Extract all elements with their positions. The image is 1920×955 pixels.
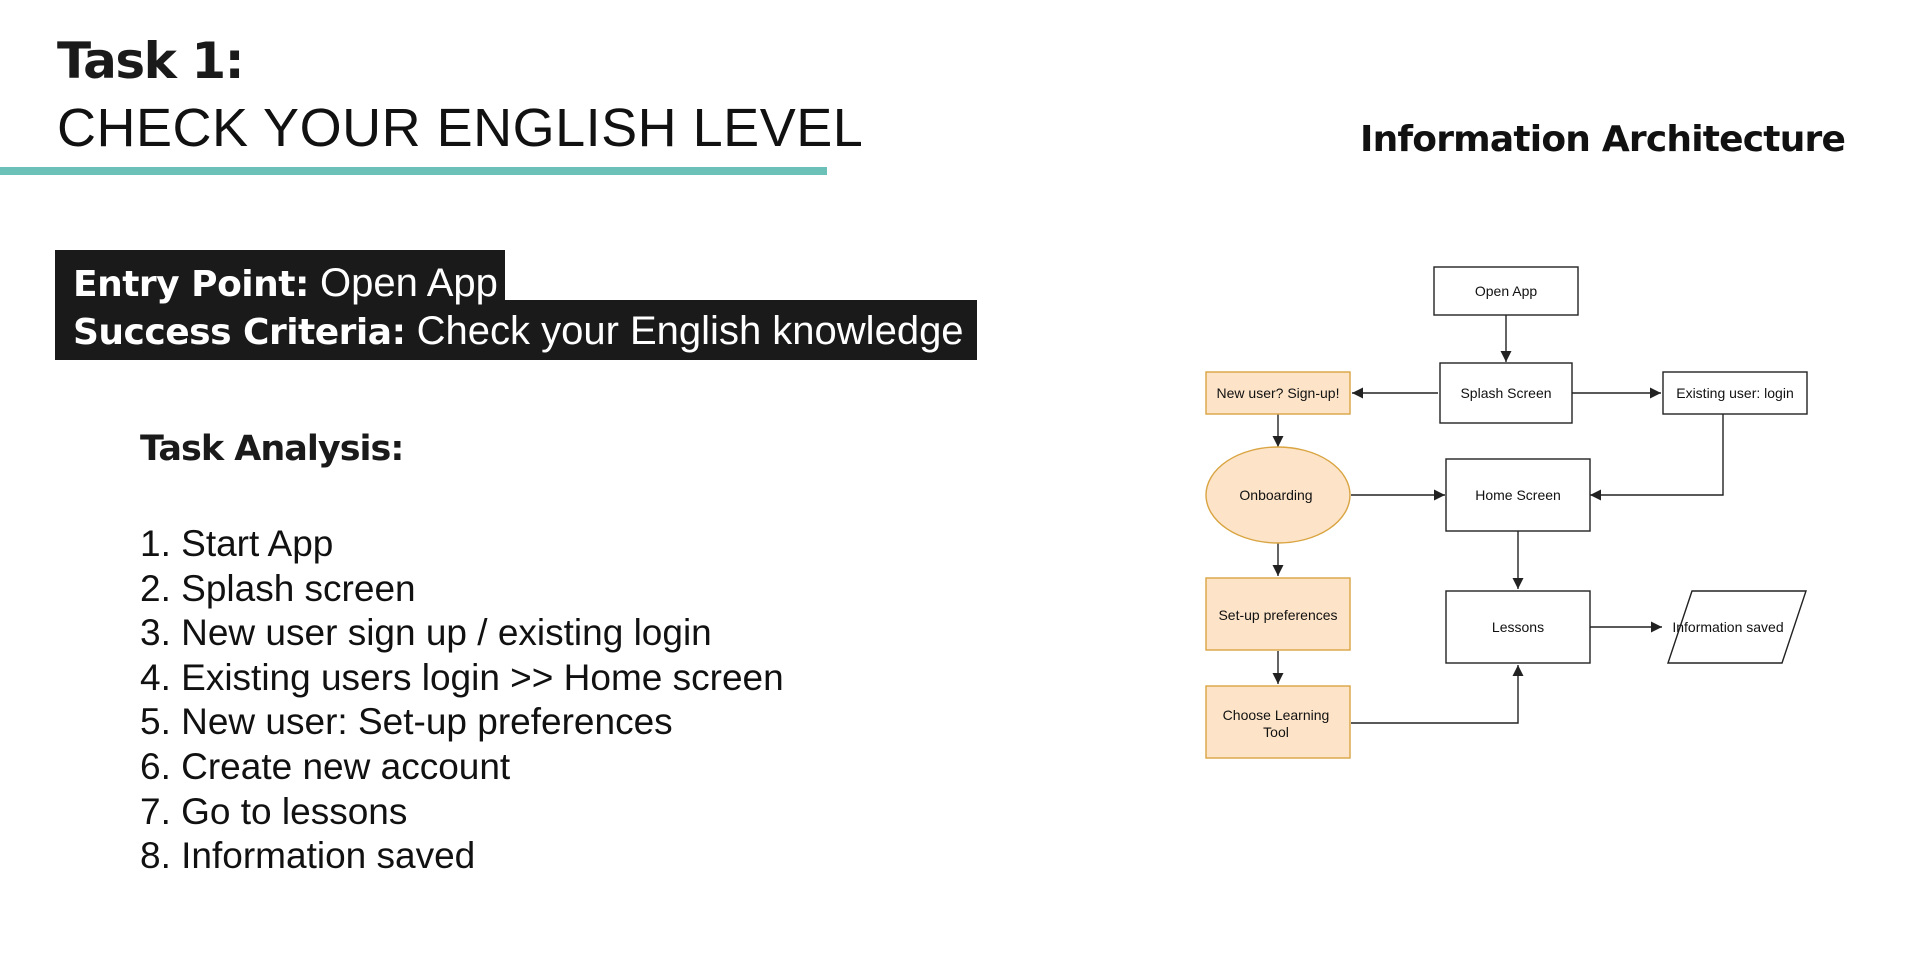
node-new-user-box bbox=[1205, 371, 1351, 415]
task-step: 8. Information saved bbox=[140, 835, 476, 877]
node-choose-learning-tool-label-line1: Choose Learning bbox=[1223, 707, 1330, 723]
node-onboarding-shape bbox=[1205, 446, 1351, 544]
node-open-app-label: Open App bbox=[1475, 283, 1537, 299]
task-step: 4. Existing users login >> Home screen bbox=[140, 656, 784, 698]
node-existing-user-label: Existing user: login bbox=[1676, 385, 1794, 401]
node-new-user: New user? Sign-up! bbox=[1205, 371, 1351, 415]
success-criteria-label: Success Criteria: bbox=[73, 312, 406, 353]
node-onboarding-label: Onboarding bbox=[1239, 487, 1312, 503]
node-lessons-box bbox=[1445, 590, 1591, 664]
task-analysis-list: 1. Start App 2. Splash screen 3. New use… bbox=[140, 522, 784, 879]
task-title: CHECK YOUR ENGLISH LEVEL bbox=[57, 98, 864, 158]
teal-divider bbox=[0, 167, 827, 175]
node-lessons-label: Lessons bbox=[1492, 619, 1544, 635]
node-set-up-preferences-label: Set-up preferences bbox=[1218, 607, 1337, 623]
task-step: 7. Go to lessons bbox=[140, 790, 408, 832]
connector-learning-tool-to-lessons bbox=[1351, 665, 1524, 724]
task-step: 2. Splash screen bbox=[140, 567, 416, 609]
task-step: 1. Start App bbox=[140, 523, 334, 564]
node-set-up-preferences-box bbox=[1205, 577, 1351, 651]
node-lessons: Lessons bbox=[1445, 590, 1591, 664]
task-step: 6. Create new account bbox=[140, 745, 511, 787]
node-open-app: Open App bbox=[1433, 266, 1579, 316]
node-set-up-preferences: Set-up preferences bbox=[1205, 577, 1351, 651]
connector-existing-user-to-home bbox=[1590, 414, 1724, 501]
node-choose-learning-tool: Choose Learning Tool bbox=[1205, 685, 1351, 759]
node-splash-screen-label: Splash Screen bbox=[1460, 385, 1551, 401]
node-open-app-box bbox=[1433, 266, 1579, 316]
node-choose-learning-tool-label-line2: Tool bbox=[1263, 724, 1289, 740]
entry-point-value: Open App bbox=[308, 261, 498, 305]
entry-point-label: Entry Point: bbox=[73, 264, 309, 305]
success-criteria-background bbox=[55, 300, 977, 360]
entry-point: Entry Point: Open App bbox=[73, 263, 498, 303]
node-existing-user: Existing user: login bbox=[1662, 371, 1808, 415]
node-home-screen-label: Home Screen bbox=[1475, 487, 1561, 503]
node-home-screen-box bbox=[1445, 458, 1591, 532]
task-heading: Task 1: bbox=[57, 32, 245, 90]
task-analysis-heading: Task Analysis: bbox=[140, 429, 404, 469]
node-onboarding: Onboarding bbox=[1205, 446, 1351, 544]
node-information-saved-label: Information saved bbox=[1672, 619, 1783, 635]
node-information-saved: Information saved bbox=[1667, 590, 1807, 664]
task-step: 5. New user: Set-up preferences bbox=[140, 701, 673, 743]
node-information-saved-shape bbox=[1667, 590, 1807, 664]
node-new-user-label: New user? Sign-up! bbox=[1217, 385, 1340, 401]
node-existing-user-box bbox=[1662, 371, 1808, 415]
success-criteria: Success Criteria: Check your English kno… bbox=[73, 311, 964, 351]
flow-connectors bbox=[1272, 315, 1724, 724]
ia-title: Information Architecture bbox=[1360, 119, 1846, 160]
node-choose-learning-tool-box bbox=[1205, 685, 1351, 759]
task-step: 3. New user sign up / existing login bbox=[140, 612, 712, 654]
node-splash-screen: Splash Screen bbox=[1439, 362, 1573, 424]
success-criteria-value: Check your English knowledge bbox=[405, 309, 964, 353]
node-splash-screen-box bbox=[1439, 362, 1573, 424]
node-home-screen: Home Screen bbox=[1445, 458, 1591, 532]
